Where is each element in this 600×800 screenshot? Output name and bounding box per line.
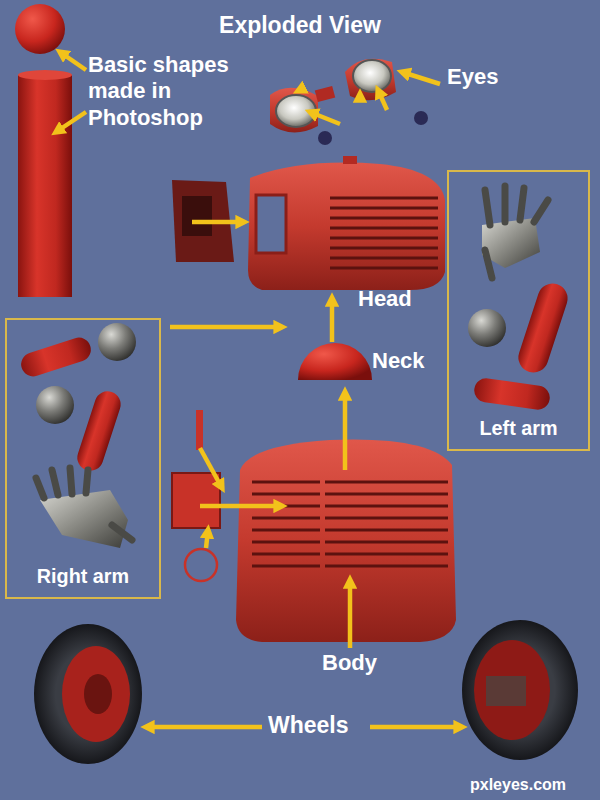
part-group-box: Right arm (5, 318, 161, 599)
diagram-title: Exploded View (0, 12, 600, 40)
group-label: Right arm (7, 565, 159, 589)
part-label: Eyes (447, 64, 498, 90)
part-group-box: Left arm (447, 170, 590, 451)
part-label: Head (358, 286, 412, 312)
watermark: pxleyes.com (470, 775, 566, 794)
part-label: Body (322, 650, 377, 676)
group-label: Left arm (449, 417, 588, 441)
part-label: Wheels (268, 712, 349, 740)
note-text: Basic shapes made in Photoshop (88, 52, 266, 131)
part-label: Neck (372, 348, 425, 374)
